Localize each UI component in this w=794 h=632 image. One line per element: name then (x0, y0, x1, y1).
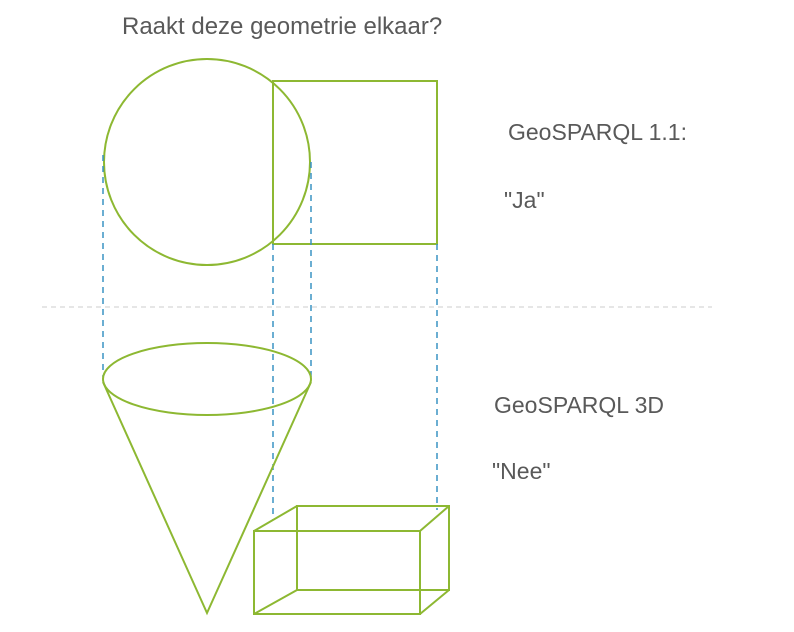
box-edge (253, 505, 298, 532)
standard-label-geosparql-3d: GeoSPARQL 3D (494, 392, 665, 418)
diagram-title: Raakt deze geometrie elkaar? (122, 13, 443, 40)
cone-sides (102, 381, 312, 616)
cone-3d (102, 342, 312, 616)
box-edge (253, 589, 298, 615)
answer-no: "Nee" (492, 458, 551, 484)
box-edge (419, 505, 450, 532)
projection-lines (102, 155, 438, 520)
standard-label-geosparql-11: GeoSPARQL 1.1: (508, 119, 687, 145)
circle-2d (103, 58, 311, 266)
square-2d (272, 80, 438, 245)
box-3d (253, 505, 450, 615)
answer-yes: "Ja" (504, 187, 545, 213)
cone-base (102, 342, 312, 416)
box-back-face (296, 505, 450, 591)
box-edge (419, 589, 450, 615)
box-front-face (253, 530, 421, 615)
